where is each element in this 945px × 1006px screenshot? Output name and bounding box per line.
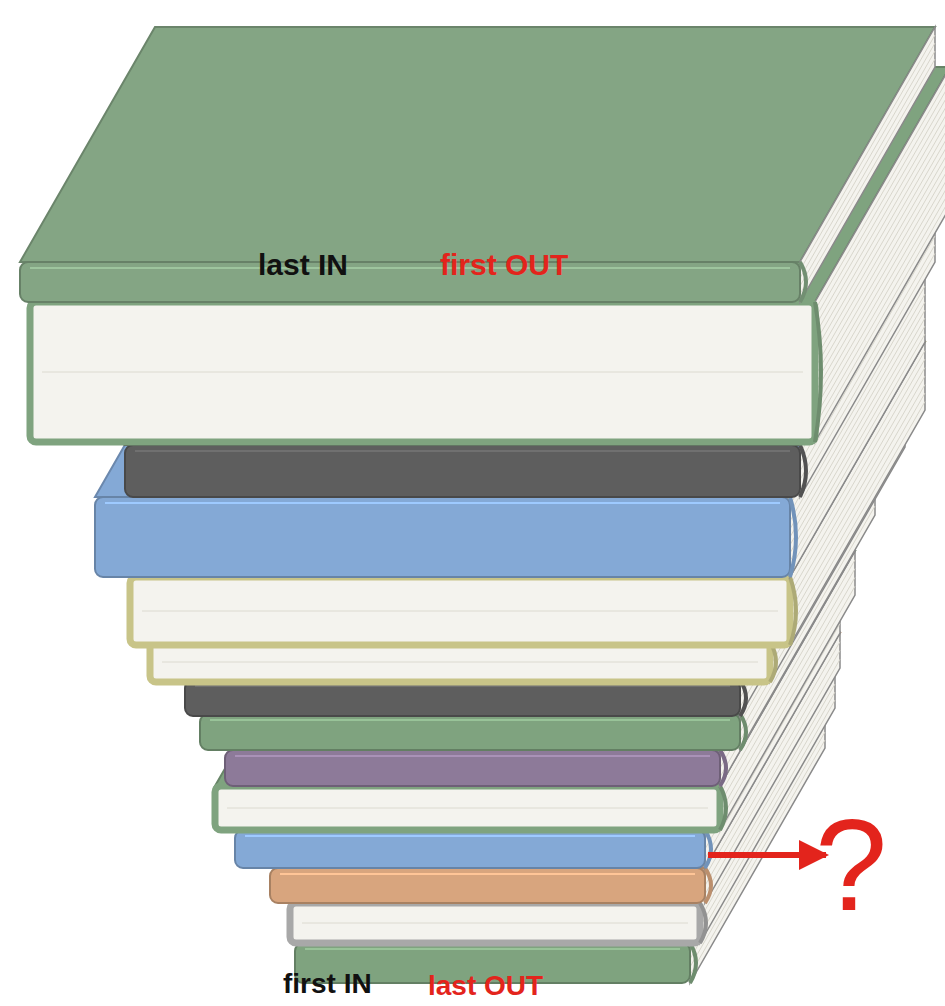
page-line (800, 43, 935, 278)
spine-highlight (30, 267, 790, 269)
spine-curve (720, 750, 726, 786)
page-line (227, 808, 708, 809)
spine-curve (705, 868, 711, 903)
spine-curve (790, 577, 796, 645)
spine-highlight (235, 755, 710, 757)
spine-highlight (305, 948, 680, 950)
spine-curve (740, 714, 746, 750)
page-line (800, 51, 935, 286)
spine-highlight (135, 450, 790, 452)
spine-highlight (105, 502, 780, 504)
page-line (800, 59, 935, 294)
pointer-arrow (708, 852, 826, 858)
order-note: last OUT (428, 972, 543, 1000)
order-note: last IN (258, 250, 348, 280)
book-spine (235, 830, 705, 868)
spine-curve (700, 903, 706, 943)
book-page-edge (130, 577, 790, 645)
book-spine (95, 497, 790, 577)
books (20, 27, 945, 983)
question-mark: ? (815, 800, 887, 930)
book-spine (225, 750, 720, 786)
book-pages (800, 27, 935, 302)
spine-curve (720, 786, 726, 830)
book-cover (20, 27, 935, 262)
book (20, 27, 935, 302)
book-page-edge (290, 903, 700, 943)
spine-highlight (210, 719, 730, 721)
order-note: first OUT (440, 250, 568, 280)
page-line (142, 611, 778, 612)
book-spine (20, 262, 800, 302)
spine-curve (690, 943, 696, 983)
spine-highlight (245, 835, 695, 837)
spine-curve (800, 262, 806, 302)
order-note: first IN (283, 970, 372, 998)
spine-highlight (280, 873, 695, 875)
book-spine (200, 714, 740, 750)
book-spine (125, 445, 800, 497)
page-line (42, 372, 803, 373)
page-line (302, 923, 688, 924)
spine-curve (800, 445, 806, 497)
spine-curve (815, 302, 821, 442)
book-page-edge (30, 302, 815, 442)
spine-curve (705, 830, 711, 868)
page-line (800, 35, 935, 270)
page-line (162, 662, 758, 663)
book-spine (270, 868, 705, 903)
book-page-edge (215, 786, 720, 830)
spine-curve (790, 497, 796, 577)
